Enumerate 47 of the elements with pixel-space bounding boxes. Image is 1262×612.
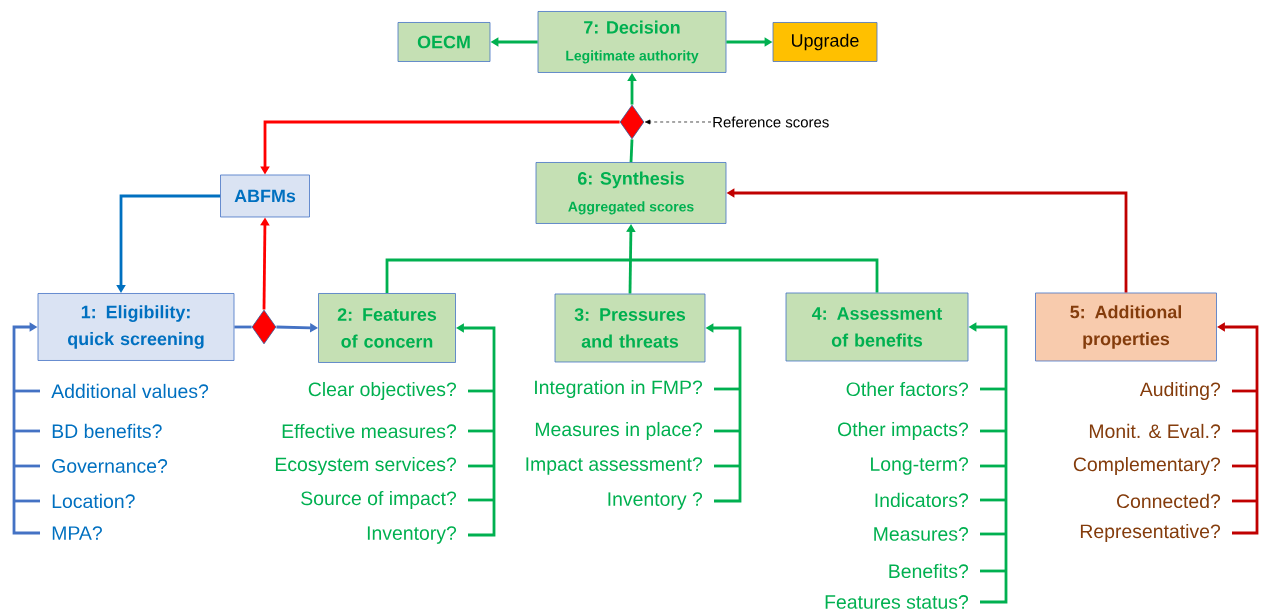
question-text: Location? bbox=[52, 493, 135, 509]
connector-line bbox=[631, 258, 879, 293]
bracket-arrow bbox=[1217, 322, 1225, 332]
question-text: Long-term? bbox=[871, 457, 969, 475]
question-text: Governance? bbox=[52, 459, 168, 473]
question-text: Inventory? bbox=[367, 526, 457, 544]
question-text: MPA? bbox=[52, 526, 102, 540]
question-text: Effective measures? bbox=[282, 423, 457, 439]
question-text: Monit. & Eval.? bbox=[1089, 423, 1221, 439]
process-box: 3: Pressures and threats bbox=[554, 293, 706, 363]
process-box: 1: Eligibility: quick screening bbox=[37, 293, 235, 361]
question-text: Measures? bbox=[874, 527, 969, 541]
process-box: 5: Additional properties bbox=[1035, 292, 1217, 362]
process-box: 6: Synthesis Aggregated scores bbox=[535, 162, 727, 224]
question-text: Benefits? bbox=[889, 563, 969, 579]
connector-line bbox=[629, 139, 634, 163]
outcome-box: Upgrade bbox=[772, 22, 878, 62]
leader-line bbox=[644, 119, 712, 125]
question-text: Indicators? bbox=[875, 492, 969, 508]
process-box: 4: Assessment of benefits bbox=[785, 292, 969, 362]
question-text: Integration in FMP? bbox=[535, 379, 703, 399]
connector-line bbox=[234, 325, 252, 329]
process-box: 2: Features of concern bbox=[318, 293, 456, 363]
process-box: ABFMs bbox=[220, 174, 310, 218]
outcome-box: OECM bbox=[397, 22, 491, 62]
bracket-arrow bbox=[456, 323, 464, 333]
question-text: Inventory ? bbox=[608, 492, 703, 510]
process-box: 7: Decision Legitimate authority bbox=[537, 11, 727, 73]
decision-diamond bbox=[251, 309, 277, 345]
question-text: Connected? bbox=[1117, 493, 1221, 509]
question-text: Features status? bbox=[825, 595, 969, 609]
decision-diamond bbox=[619, 104, 645, 140]
question-text: Complementary? bbox=[1073, 456, 1221, 476]
question-text: Representative? bbox=[1080, 523, 1221, 543]
arrow bbox=[627, 73, 637, 105]
question-text: Other impacts? bbox=[838, 421, 969, 441]
connector-line bbox=[385, 258, 631, 294]
question-text: Measures in place? bbox=[535, 421, 703, 441]
question-text: Auditing? bbox=[1139, 381, 1221, 401]
question-text: Ecosystem services? bbox=[275, 456, 457, 476]
question-text: BD benefits? bbox=[52, 423, 162, 439]
question-text: Clear objectives? bbox=[308, 381, 457, 401]
question-text: Impact assessment? bbox=[526, 457, 703, 475]
annotation-text: Reference scores bbox=[713, 116, 829, 128]
question-text: Additional values? bbox=[51, 383, 209, 399]
question-text: Source of impact? bbox=[301, 490, 457, 510]
question-text: Other factors? bbox=[846, 381, 969, 397]
